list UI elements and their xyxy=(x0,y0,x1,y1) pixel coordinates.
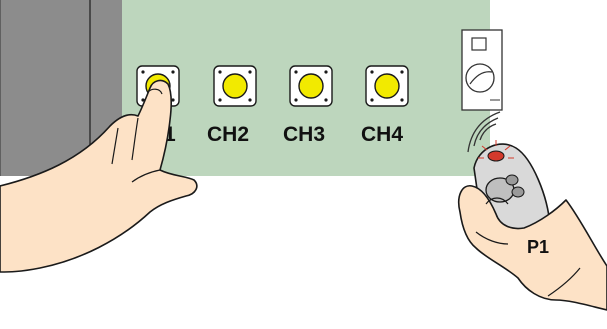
hand-holding-remote-icon xyxy=(457,140,607,311)
hand-pointing-icon xyxy=(0,79,198,273)
terminal-block xyxy=(461,29,503,111)
signal-waves-icon xyxy=(467,111,501,153)
push-button-icon xyxy=(289,65,333,107)
channel-label: CH2 xyxy=(207,123,249,146)
push-button-icon xyxy=(365,65,409,107)
channel-label: CH3 xyxy=(283,123,325,146)
remote-button-label: P1 xyxy=(527,237,549,257)
led-icon xyxy=(478,140,514,162)
channel-label: CH4 xyxy=(361,123,403,146)
push-button-icon xyxy=(213,65,257,107)
